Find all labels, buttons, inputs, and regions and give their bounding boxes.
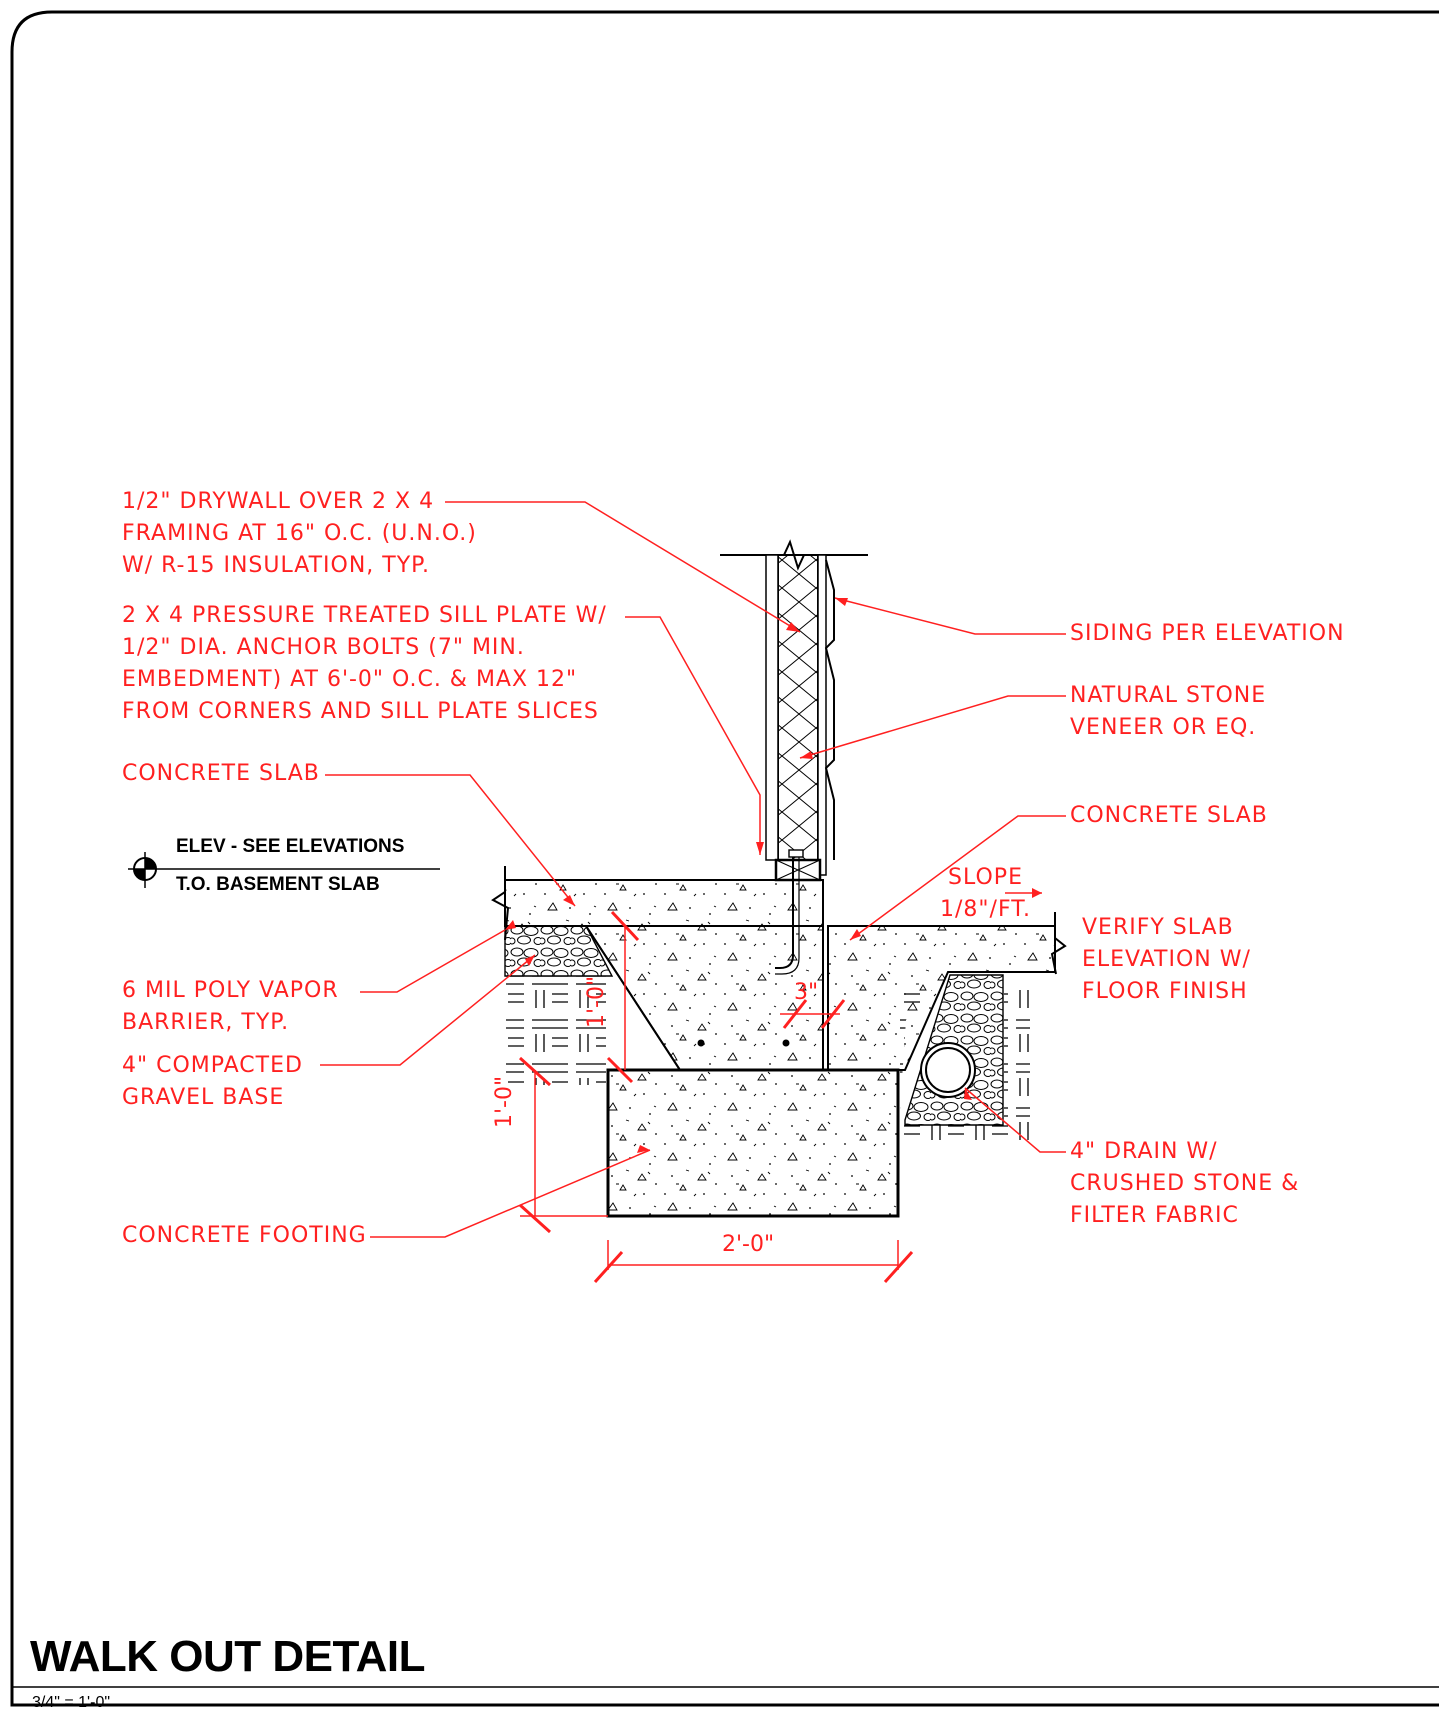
note-slope: SLOPE 1/8"/FT. xyxy=(940,865,1032,922)
rebar xyxy=(697,1039,705,1047)
vapor-barrier xyxy=(505,925,681,1071)
leader-drywall xyxy=(445,501,801,633)
sheet-border xyxy=(10,10,1439,1707)
earth-left xyxy=(506,975,606,1085)
rebar xyxy=(782,1039,790,1047)
arrowhead xyxy=(786,622,800,632)
note-sill-plate: 2 X 4 PRESSURE TREATED SILL PLATE W/ 1/2… xyxy=(122,603,607,724)
break-line-right xyxy=(1050,912,1067,975)
arrowhead xyxy=(637,1145,650,1153)
leader-drain xyxy=(964,1087,1066,1153)
arrowhead xyxy=(525,955,535,966)
dim-line-footing-depth xyxy=(520,1070,608,1217)
drawing-title: WALK OUT DETAIL xyxy=(30,1632,425,1681)
stem-wall xyxy=(584,925,824,1071)
note-siding: SIDING PER ELEVATION xyxy=(1070,621,1345,646)
drain-pipe xyxy=(920,1042,976,1098)
concrete-footing xyxy=(606,1068,900,1218)
anchor-nut xyxy=(788,849,804,858)
note-drywall: 1/2" DRYWALL OVER 2 X 4 FRAMING AT 16" O… xyxy=(122,489,477,578)
dim-line-footing-width xyxy=(607,1240,899,1270)
note-concrete-slab-left: CONCRETE SLAB xyxy=(122,761,320,786)
drain-pipe-inner xyxy=(925,1047,971,1093)
dim-tick xyxy=(518,1056,634,1234)
break-line-left xyxy=(491,866,510,941)
note-concrete-footing: CONCRETE FOOTING xyxy=(122,1223,367,1248)
elevation-marker-line xyxy=(128,852,440,888)
arrowhead xyxy=(835,598,848,606)
siding-profile xyxy=(824,559,835,860)
dim-footing-depth: 1'-0" xyxy=(492,1075,517,1128)
note-gravel-base: 4" COMPACTED GRAVEL BASE xyxy=(122,1053,303,1110)
basement-slab xyxy=(504,879,824,927)
leader-slab-left xyxy=(325,774,576,907)
drawing-scale: 3/4" = 1'-0" xyxy=(32,1694,111,1711)
dim-tick xyxy=(782,999,846,1029)
elevation-label-lower: T.O. BASEMENT SLAB xyxy=(176,874,380,895)
drywall xyxy=(765,554,779,861)
elevation-label-upper: ELEV - SEE ELEVATIONS xyxy=(176,836,405,857)
anchor-bolt-inner xyxy=(775,852,800,975)
wall-stud xyxy=(777,554,819,861)
arrowhead xyxy=(756,842,764,855)
arrowhead xyxy=(850,929,861,940)
dim-stem-height: 1'-0" xyxy=(584,975,609,1028)
arrowhead xyxy=(800,751,813,759)
arrowhead xyxy=(964,1088,972,1100)
arrowhead xyxy=(563,895,575,906)
anchor-bolt xyxy=(775,852,794,969)
dim-footing-width: 2'-0" xyxy=(722,1232,775,1257)
leader-stone xyxy=(799,695,1066,759)
note-stone-veneer: NATURAL STONE VENEER OR EQ. xyxy=(1070,683,1267,740)
note-drain: 4" DRAIN W/ CRUSHED STONE & FILTER FABRI… xyxy=(1070,1139,1300,1228)
note-verify-slab: VERIFY SLAB ELEVATION W/ FLOOR FINISH xyxy=(1082,915,1251,1004)
dim-stem-offset: 3" xyxy=(794,980,819,1005)
leader-sill xyxy=(625,616,761,855)
note-concrete-slab-right: CONCRETE SLAB xyxy=(1070,803,1268,828)
leader-footing xyxy=(370,1149,651,1238)
sheathing xyxy=(817,554,827,876)
note-vapor-barrier: 6 MIL POLY VAPOR BARRIER, TYP. xyxy=(122,978,339,1035)
dim-tick xyxy=(610,910,640,942)
arrowhead xyxy=(505,920,516,930)
dim-tick xyxy=(593,1250,914,1284)
sill-plate-x xyxy=(775,859,821,881)
leader-gravel xyxy=(320,954,536,1066)
leader-vapor xyxy=(360,929,506,993)
arrowhead xyxy=(1032,888,1042,898)
leader-slab-right xyxy=(849,815,1066,941)
leader-siding xyxy=(834,597,1066,635)
